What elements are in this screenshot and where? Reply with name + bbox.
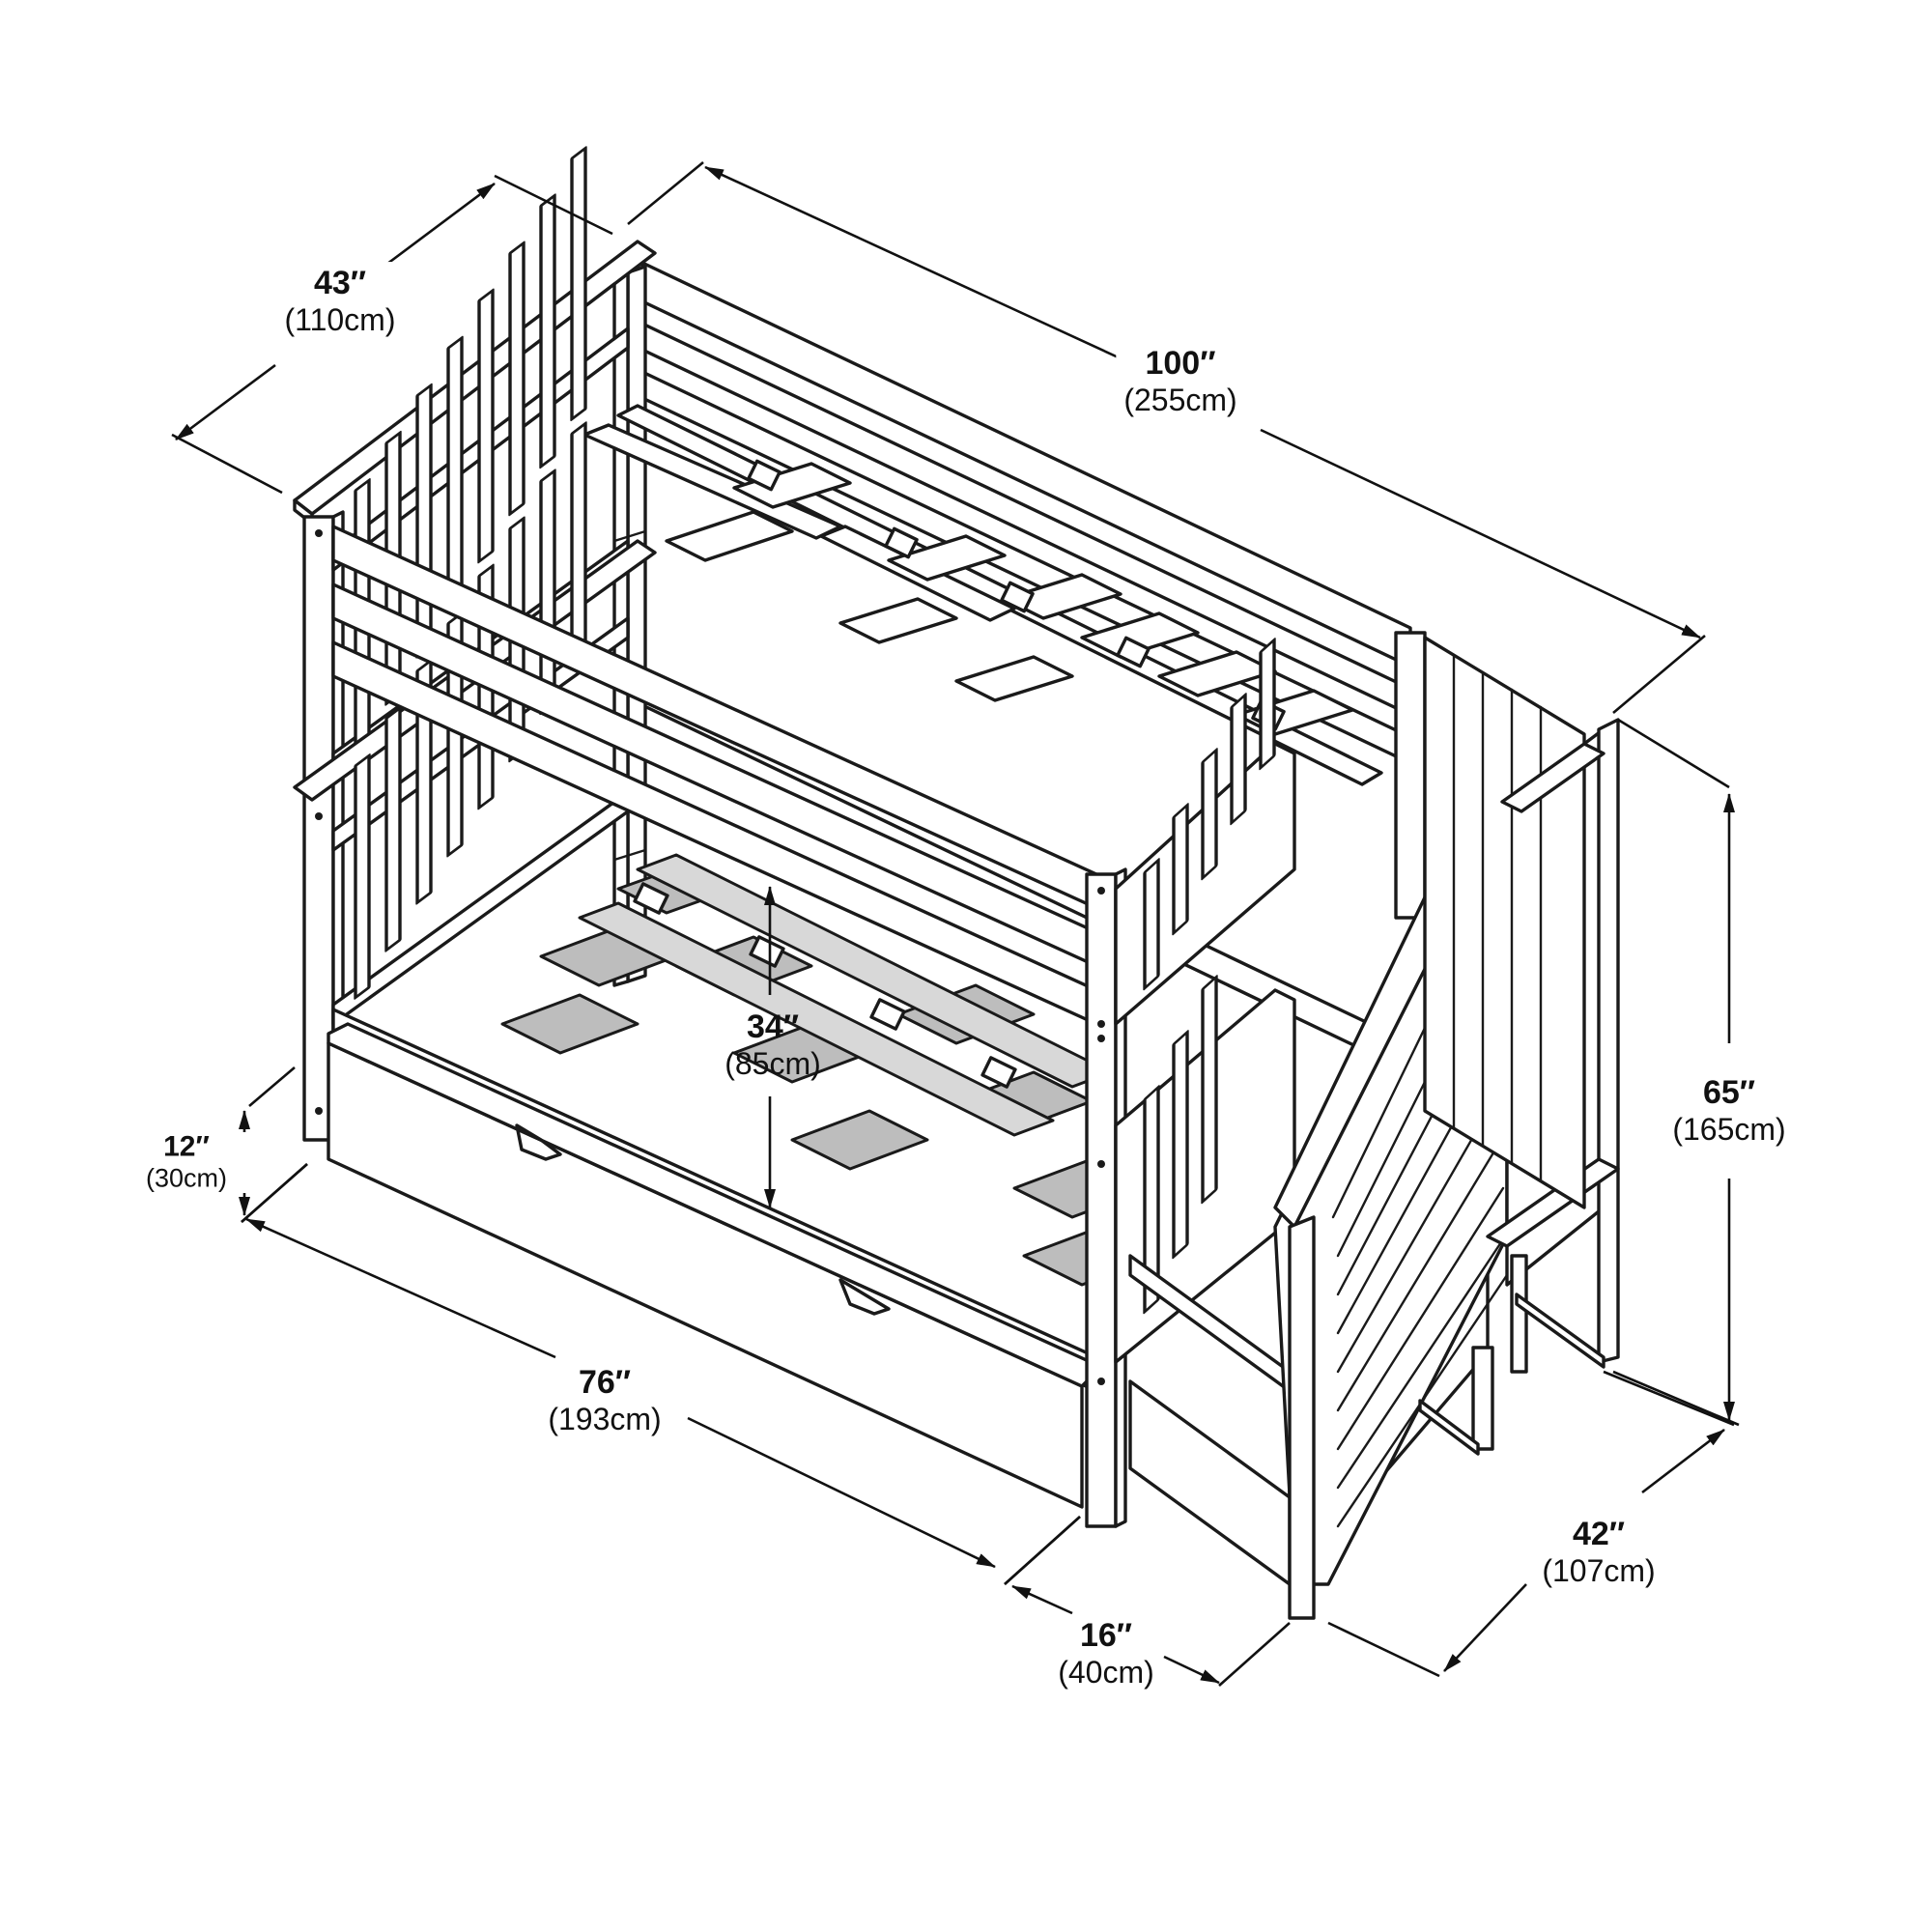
label-trundle-height-imperial: 12″ [163,1130,210,1163]
label-bed-length: 76″ (193cm) [540,1361,669,1440]
label-stair-step: 16″ (40cm) [1050,1614,1162,1693]
label-overall-height: 65″ (165cm) [1664,1071,1794,1151]
staircase [1128,636,1620,1620]
label-overall-length: 100″ (255cm) [1116,342,1245,421]
dim-line-stair-depth [1327,1370,1735,1678]
label-trundle-height: 12″ (30cm) [137,1127,236,1197]
label-stair-depth-metric: (107cm) [1542,1553,1656,1589]
label-bed-length-imperial: 76″ [578,1364,632,1402]
dim-line-overall-length [627,160,1706,714]
label-width-top-imperial: 43″ [313,265,367,302]
label-overall-height-imperial: 65″ [1702,1074,1756,1112]
upper-bunk-slats [582,404,1383,786]
label-stair-depth: 42″ (107cm) [1534,1513,1663,1592]
label-stair-step-imperial: 16″ [1079,1617,1133,1655]
dim-line-stair-step [1004,1516,1291,1687]
label-trundle-height-metric: (30cm) [145,1163,228,1193]
label-bunk-clearance-imperial: 34″ [746,1009,800,1046]
footboard [1085,631,1427,1528]
label-width-top-metric: (110cm) [284,302,396,338]
label-overall-length-metric: (255cm) [1123,383,1237,418]
label-overall-height-metric: (165cm) [1672,1112,1786,1148]
dim-line-overall-height [1612,718,1740,1427]
label-stair-depth-imperial: 42″ [1572,1516,1626,1553]
label-overall-length-imperial: 100″ [1145,345,1216,383]
label-width-top: 43″ (110cm) [276,262,404,341]
label-bed-length-metric: (193cm) [548,1402,662,1437]
label-bunk-clearance-metric: (85cm) [724,1046,821,1082]
dim-line-width-top [171,174,613,495]
label-stair-step-metric: (40cm) [1058,1655,1154,1690]
lower-bunk-slats [500,853,1161,1287]
label-bunk-clearance: 34″ (85cm) [717,1006,829,1085]
dim-line-trundle-height [239,1066,308,1223]
